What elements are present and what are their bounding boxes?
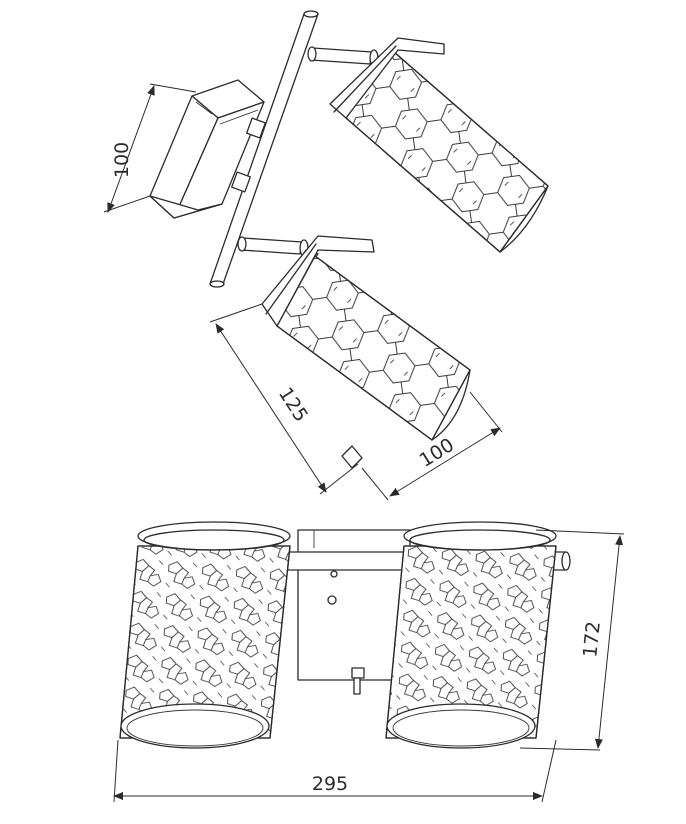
- shade-2: [261, 235, 471, 469]
- rail-bottom-cap: [209, 280, 225, 288]
- dim-label-top-base-height: 100: [111, 142, 133, 178]
- dim-label-shade-height: 125: [274, 384, 312, 426]
- rail-top-cap: [303, 10, 319, 18]
- dim-label-total-height: 172: [579, 620, 605, 658]
- front-view: 172 295: [113, 521, 625, 803]
- mounting-base: [149, 79, 266, 219]
- dim-label-total-width: 295: [312, 773, 348, 795]
- front-shade-right: [385, 521, 557, 749]
- switch-toggle: [351, 667, 365, 695]
- front-shade-left: [119, 521, 291, 749]
- dim-label-shade-diameter: 100: [416, 434, 458, 472]
- shade-1: [329, 37, 549, 253]
- top-iso-view: 100 125 100: [103, 10, 549, 501]
- mount-hole: [327, 595, 337, 605]
- dim-total-height: 172: [519, 529, 625, 751]
- dim-top-base-height: 100: [103, 83, 197, 213]
- dim-total-width: 295: [113, 739, 557, 803]
